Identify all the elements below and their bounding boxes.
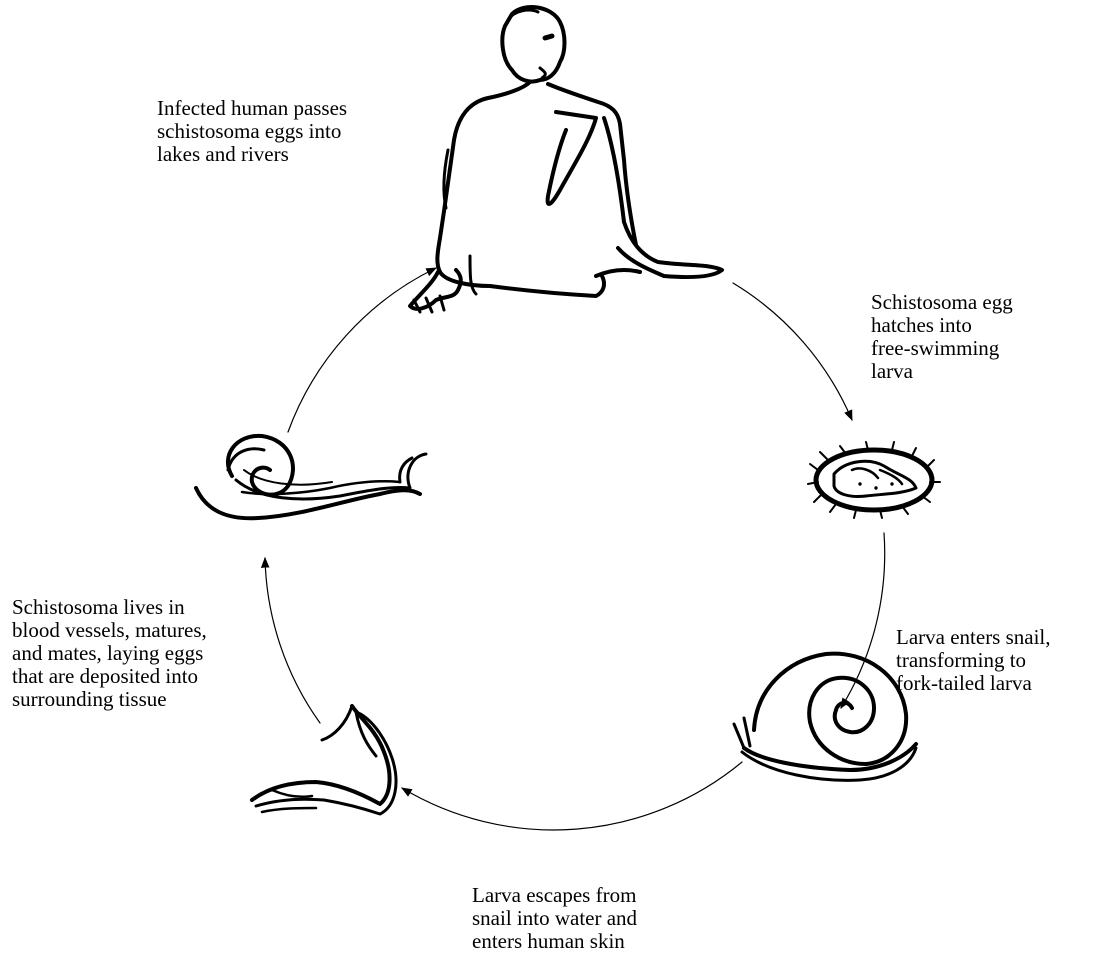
arrow-human-to-egg xyxy=(733,283,852,420)
step-worm-label: Schistosoma lives in blood vessels, matu… xyxy=(12,596,207,711)
arrow-egg-to-snail xyxy=(841,533,885,708)
arrow-larva-to-worm xyxy=(265,558,320,723)
arrow-worm-to-human xyxy=(288,268,436,432)
mating-worms-drawing xyxy=(196,436,426,518)
cycle-arrows xyxy=(265,268,885,830)
arrow-snail-to-larva xyxy=(402,762,742,830)
fork-tailed-larva-drawing xyxy=(252,706,396,814)
step-egg-label: Schistosoma egg hatches into free-swimmi… xyxy=(871,291,1013,383)
step-larva-label: Larva escapes from snail into water and … xyxy=(472,884,637,953)
step-snail-label: Larva enters snail, transforming to fork… xyxy=(896,626,1051,695)
hatching-egg-drawing xyxy=(808,442,940,518)
sitting-human-drawing xyxy=(410,7,722,312)
snail-drawing xyxy=(734,654,916,781)
step-human-label: Infected human passes schistosoma eggs i… xyxy=(157,97,347,166)
